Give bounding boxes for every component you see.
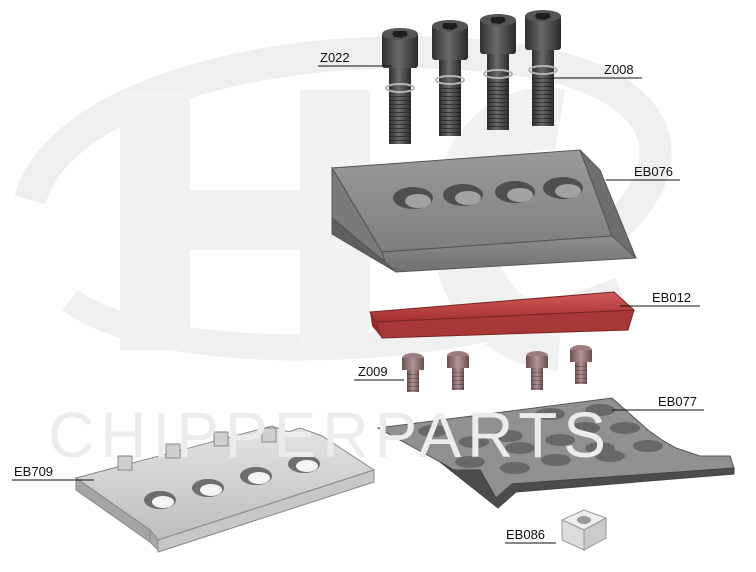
bolt — [432, 20, 468, 136]
knife — [369, 291, 636, 339]
label-z008: Z008 — [604, 62, 634, 77]
label-z009: Z009 — [358, 364, 388, 379]
label-eb709: EB709 — [14, 464, 54, 479]
small-bolt — [570, 345, 592, 384]
small-bolt — [447, 351, 469, 390]
watermark-text: CHIPPERPARTS — [48, 399, 612, 471]
bolt — [525, 10, 561, 126]
bolt-group-top — [382, 10, 561, 144]
clamp-block — [331, 149, 638, 273]
small-bolt — [402, 353, 424, 392]
base-plate — [376, 397, 735, 509]
bolt — [382, 28, 418, 144]
square-nut — [560, 509, 608, 551]
label-eb012: EB012 — [652, 290, 692, 305]
counter-plate — [74, 425, 376, 553]
leader-lines — [12, 65, 704, 544]
small-bolt-group — [402, 345, 592, 392]
label-eb076: EB076 — [634, 164, 674, 179]
label-z022: Z022 — [320, 50, 350, 65]
small-bolt — [526, 351, 548, 390]
label-eb086: EB086 — [506, 527, 546, 542]
bolt — [480, 14, 516, 130]
label-eb077: EB077 — [658, 394, 698, 409]
